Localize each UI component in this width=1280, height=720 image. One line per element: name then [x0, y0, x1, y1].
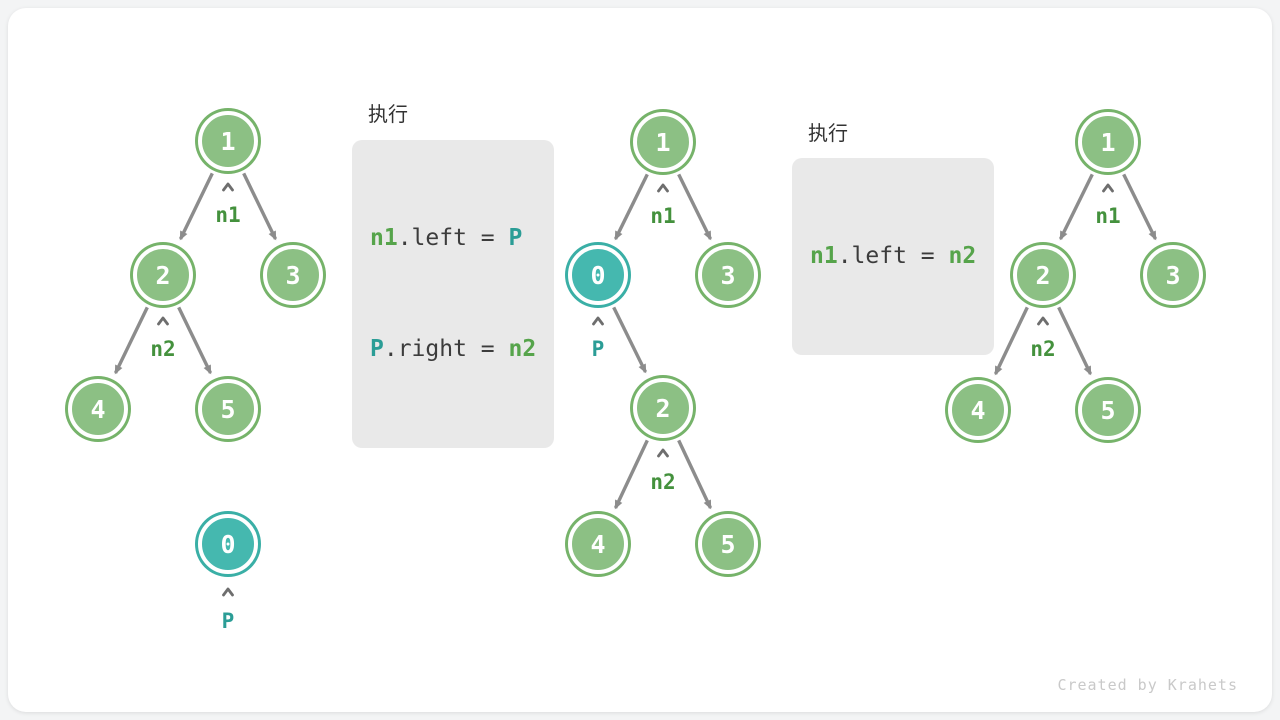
code-token-p: P	[508, 225, 523, 251]
tree2-node-5: 5	[698, 514, 758, 574]
tree2-label-n2: n2	[650, 470, 676, 494]
tree2-label-n1: n1	[650, 204, 676, 228]
caret-up-icon	[656, 183, 671, 194]
caret-up-icon	[156, 316, 171, 327]
tree2-node-3: 3	[698, 245, 758, 305]
edge-t1-2-4	[113, 306, 149, 375]
tree3-node-3: 3	[1143, 245, 1203, 305]
caret-up-icon	[591, 316, 606, 327]
code-block-2: n1.left = n2	[792, 158, 995, 355]
tree1-node-2: 2	[133, 245, 193, 305]
caret-up-icon	[1036, 316, 1051, 327]
node-value: 2	[655, 393, 671, 423]
node-value: 5	[1100, 395, 1116, 425]
node-value: 4	[590, 529, 606, 559]
node-value: 0	[590, 260, 606, 290]
edge-t1-1-2	[178, 172, 214, 241]
tree2-node-0-p: 0	[568, 245, 628, 305]
node-value: 2	[1035, 260, 1051, 290]
code-token-n2: n2	[508, 336, 537, 362]
edge-t1-1-3	[242, 172, 278, 241]
code-token-n1: n1	[810, 243, 838, 269]
node-value: 3	[285, 260, 301, 290]
edge-t2-1-3	[677, 173, 713, 241]
tree2-label-p: P	[591, 337, 605, 361]
edge-t1-2-5	[177, 306, 213, 375]
node-value: 1	[1100, 127, 1116, 157]
tree2-node-1: 1	[633, 112, 693, 172]
tree3-label-n2: n2	[1030, 337, 1056, 361]
code-line: n1.left = P	[370, 220, 536, 257]
node-value: 3	[1165, 260, 1181, 290]
edge-t2-0-2	[612, 306, 648, 374]
node-value: 1	[220, 126, 236, 156]
exec-heading-1: 执行	[368, 104, 408, 126]
tree3-node-4: 4	[948, 380, 1008, 440]
tree1-label-n2: n2	[150, 337, 176, 361]
edge-t2-2-4	[613, 439, 649, 510]
tree3-label-n1: n1	[1095, 204, 1121, 228]
tree1-label-n1: n1	[215, 203, 241, 227]
caret-up-icon	[221, 587, 236, 598]
caret-up-icon	[656, 448, 671, 459]
code-line: P.right = n2	[370, 331, 536, 368]
code-token-n1: n1	[370, 225, 398, 251]
code-token: .left =	[837, 243, 949, 269]
code-token-p: P	[370, 336, 384, 362]
node-value: 5	[720, 529, 736, 559]
tree1-label-p: P	[221, 609, 235, 633]
tree3-node-5: 5	[1078, 380, 1138, 440]
tree3-node-2: 2	[1013, 245, 1073, 305]
tree1-node-5: 5	[198, 379, 258, 439]
node-value: 2	[155, 260, 171, 290]
tree1-node-4: 4	[68, 379, 128, 439]
tree2-node-2: 2	[633, 378, 693, 438]
edge-t2-2-5	[677, 439, 713, 510]
code-block-1: n1.left = P P.right = n2	[352, 140, 555, 448]
edge-t2-1-0	[613, 173, 649, 241]
node-value: 4	[90, 394, 106, 424]
code-token-n2: n2	[948, 243, 977, 269]
edge-t3-2-5	[1057, 306, 1093, 376]
edge-t3-1-3	[1122, 173, 1158, 241]
edge-t3-2-4	[993, 306, 1029, 376]
tree1-node-1: 1	[198, 111, 258, 171]
code-token: .right =	[383, 336, 509, 362]
caret-up-icon	[221, 182, 236, 193]
edge-t3-1-2	[1058, 173, 1094, 241]
tree3-node-1: 1	[1078, 112, 1138, 172]
tree1-node-3: 3	[263, 245, 323, 305]
node-value: 1	[655, 127, 671, 157]
code-token: .left =	[397, 225, 509, 251]
tree2-node-4: 4	[568, 514, 628, 574]
node-value: 4	[970, 395, 986, 425]
node-value: 5	[220, 394, 236, 424]
tree1-node-0-p: 0	[198, 514, 258, 574]
exec-heading-2: 执行	[808, 123, 848, 145]
edge-group	[113, 172, 1158, 510]
node-value: 3	[720, 260, 736, 290]
node-value: 0	[220, 529, 236, 559]
code-line: n1.left = n2	[810, 238, 976, 275]
watermark-credit: Created by Krahets	[1057, 676, 1238, 694]
caret-up-icon	[1101, 183, 1116, 194]
